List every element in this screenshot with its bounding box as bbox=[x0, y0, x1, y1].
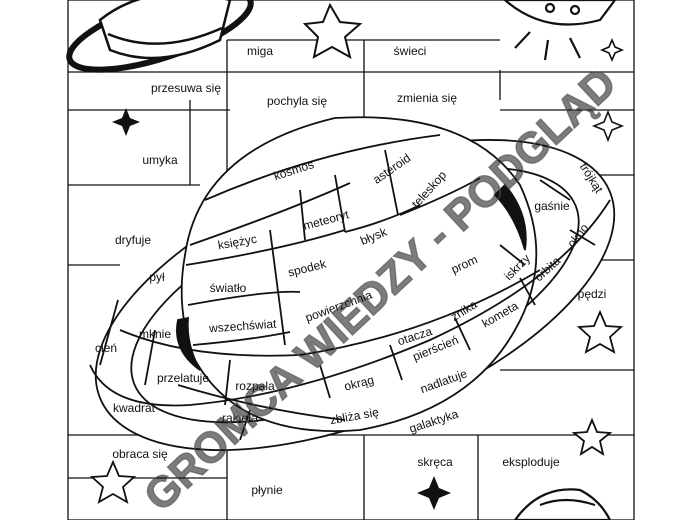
planet-ring-front bbox=[89, 179, 611, 441]
word-eksploduje: eksploduje bbox=[502, 455, 560, 469]
word-mknie: mknie bbox=[139, 327, 171, 341]
grid-words: miga świeci przesuwa się pochyla się zmi… bbox=[95, 44, 606, 497]
star-icon bbox=[576, 309, 624, 354]
sparkle-icon bbox=[417, 476, 451, 510]
word-rozpala: rozpala bbox=[235, 379, 275, 393]
word-miga: miga bbox=[247, 44, 273, 58]
word-pedzi: pędzi bbox=[578, 287, 607, 301]
star-icon bbox=[89, 459, 137, 504]
word-przesuwa: przesuwa się bbox=[151, 81, 221, 95]
word-cien: cień bbox=[95, 341, 117, 355]
word-umyka: umyka bbox=[142, 153, 178, 167]
planet-body bbox=[176, 116, 538, 432]
word-pochyla: pochyla się bbox=[267, 94, 327, 108]
word-pyl: pył bbox=[149, 270, 165, 284]
word-kwadrat: kwadrat bbox=[113, 401, 156, 415]
sparkle-icon bbox=[599, 37, 625, 63]
ufo-icon bbox=[503, 0, 617, 61]
sparkle-icon bbox=[591, 109, 625, 143]
star-icon bbox=[302, 2, 363, 59]
word-obraca: obraca się bbox=[112, 447, 168, 461]
star-icon bbox=[571, 417, 613, 456]
saturn-icon bbox=[66, 0, 254, 73]
sparkle-icon bbox=[112, 108, 140, 136]
word-gasnie: gaśnie bbox=[534, 199, 570, 213]
word-ksiezyc: księżyc bbox=[217, 232, 258, 253]
word-rakieta: rakieta bbox=[222, 411, 258, 425]
word-swiatlo: światło bbox=[210, 281, 247, 295]
word-zmienia: zmienia się bbox=[397, 91, 457, 105]
word-wszechswiat: wszechświat bbox=[208, 317, 278, 336]
rocket-icon bbox=[513, 488, 612, 520]
word-plynie: płynie bbox=[251, 483, 283, 497]
word-dryfuje: dryfuje bbox=[115, 233, 151, 247]
word-swieci: świeci bbox=[394, 44, 427, 58]
word-przelatuje: przelatuje bbox=[157, 371, 209, 385]
word-skreca: skręca bbox=[417, 455, 453, 469]
